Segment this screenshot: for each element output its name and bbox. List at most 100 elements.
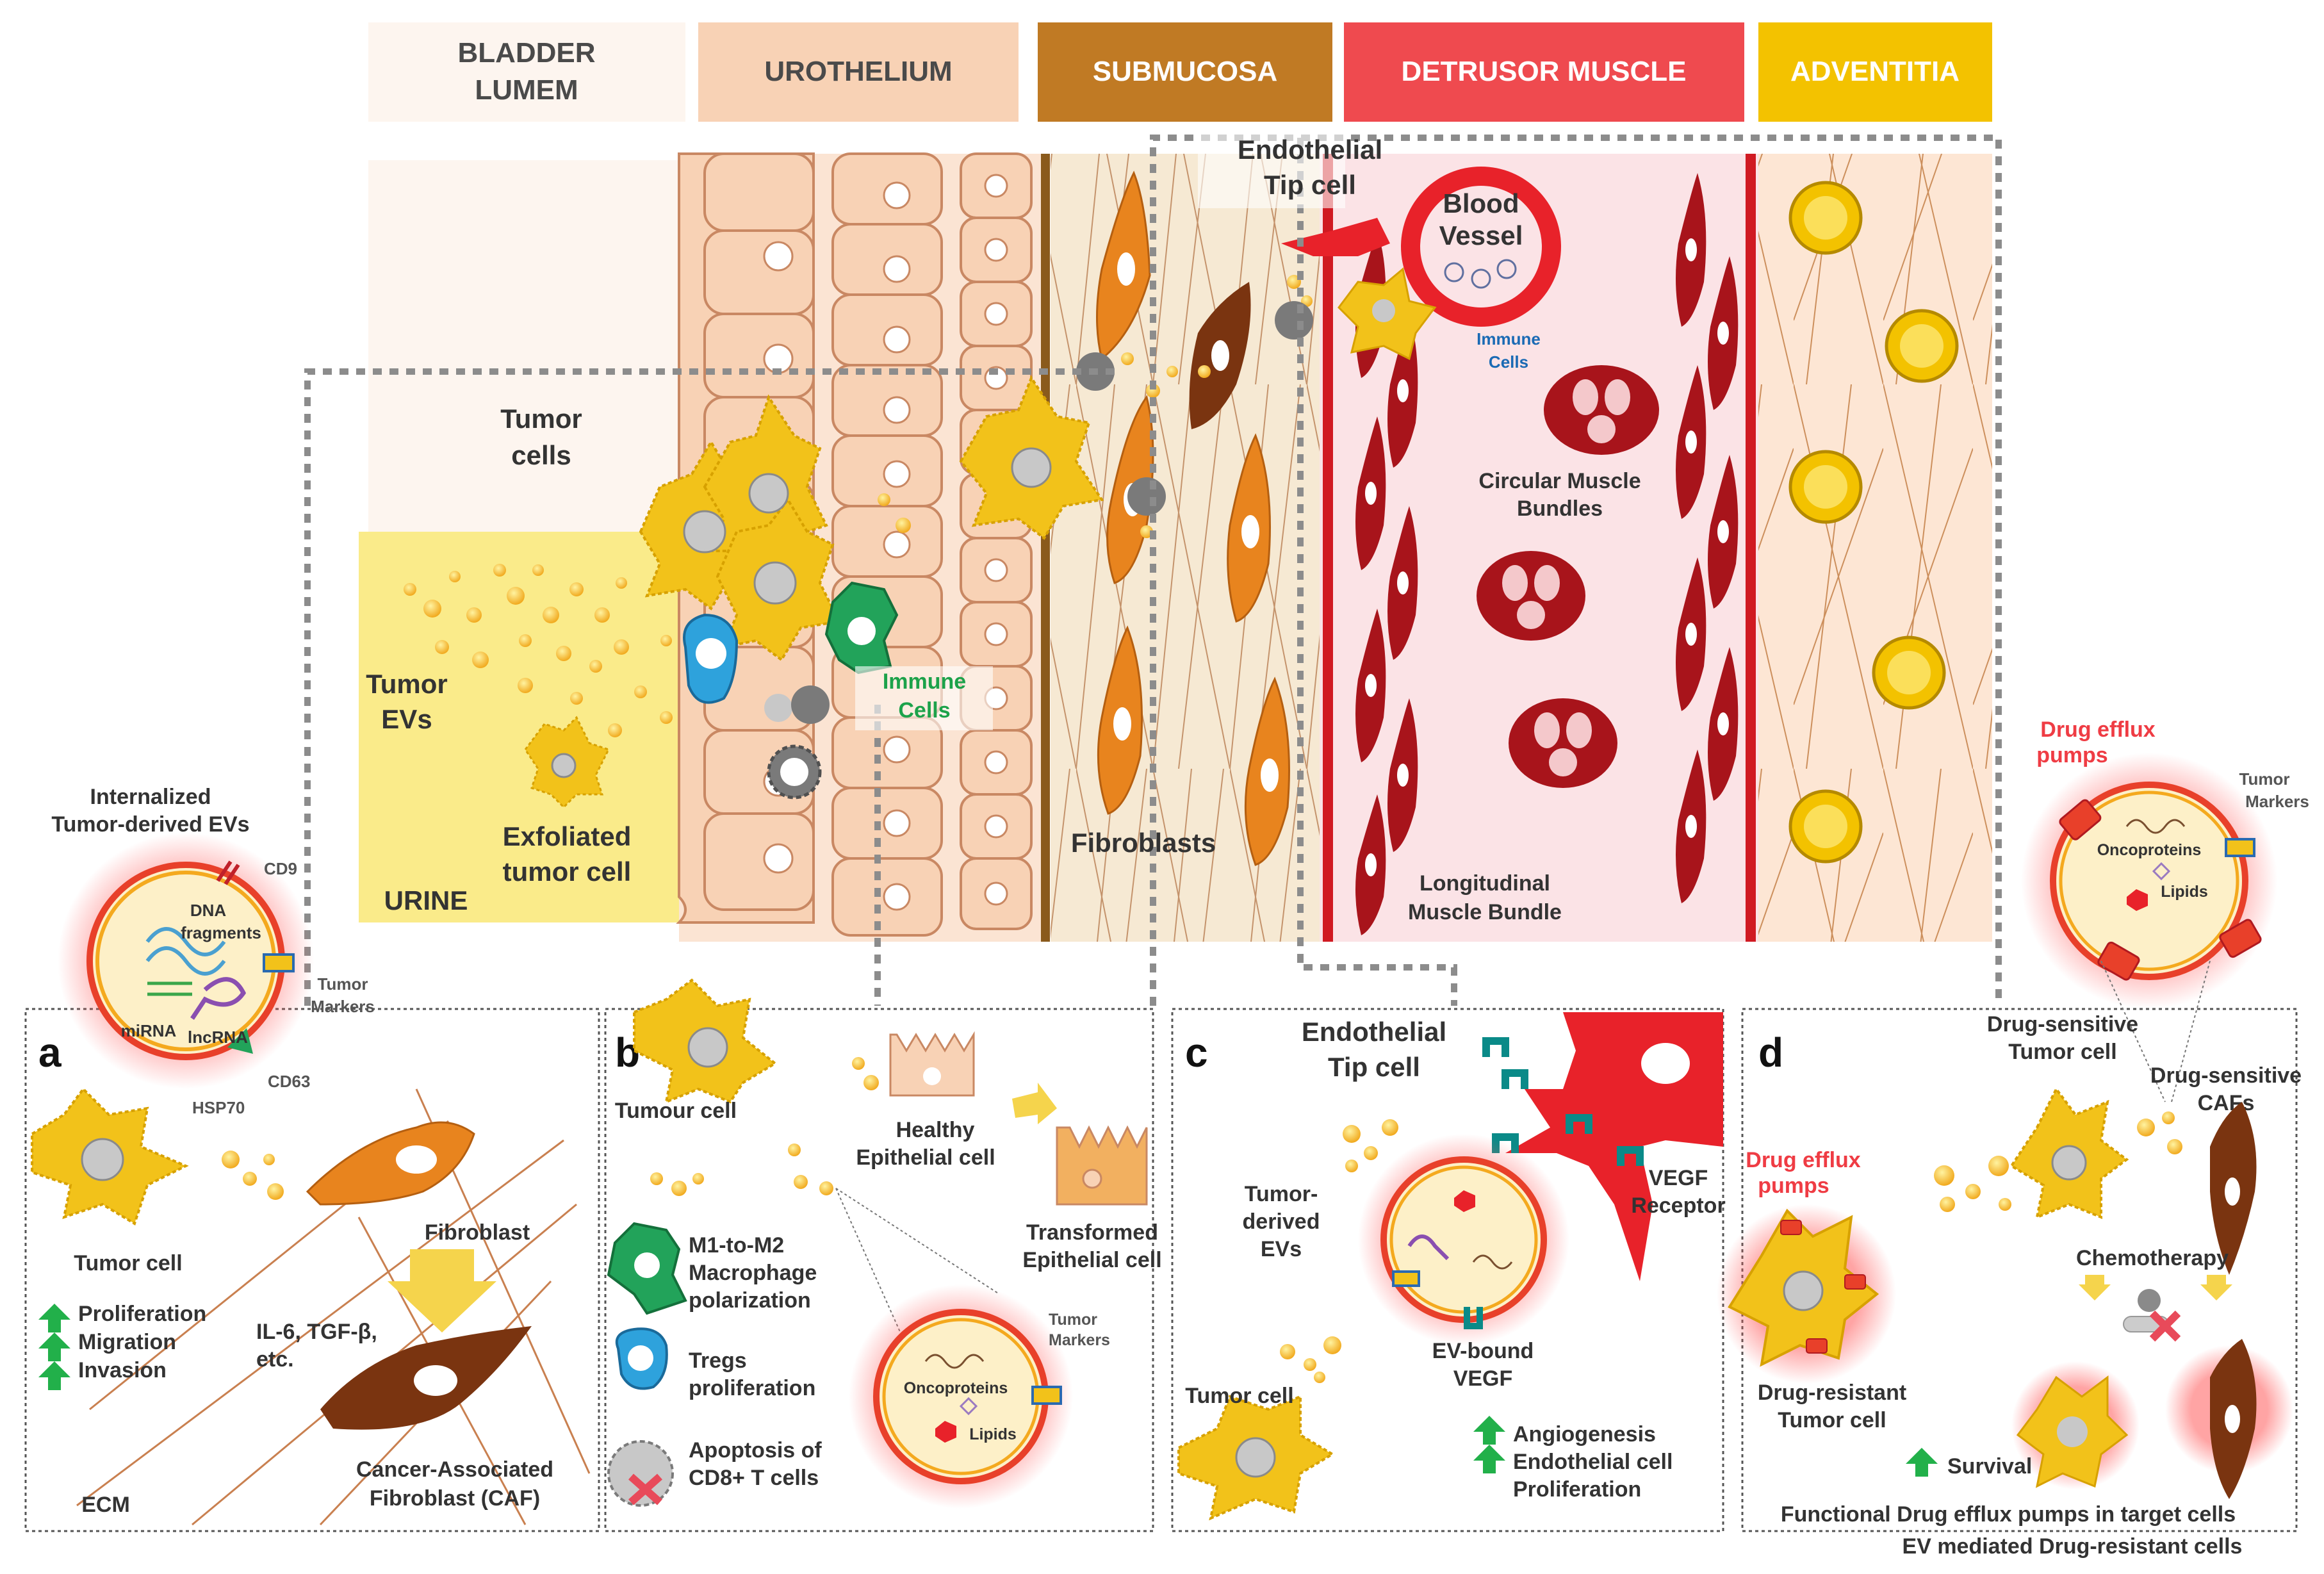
panel-b-healthy-nucleus [923,1067,941,1085]
immune-cell-vessel-nucleus [1372,299,1395,322]
panel-b-lipids: Lipids [969,1425,1017,1443]
ev-d-inner [2059,791,2239,971]
panel-b-transformed-2: Epithelial cell [1022,1248,1161,1272]
panel-c-ev-membrane [1380,1156,1547,1323]
cd9-icon [216,860,240,885]
panel-c-marker-icon [1392,1270,1420,1287]
panel-a-ecm: ECM [81,1493,130,1517]
panel-b-macrophage-3: polarization [689,1288,811,1313]
panel-b-tumor-nucleus [687,1027,728,1068]
label-immune-cells-uro-2: Cells [898,698,950,723]
panel-c-evs [1280,1119,1398,1383]
panel-d-chemo: Chemotherapy [2076,1246,2229,1270]
label-circular-muscle-1: Circular Muscle [1478,469,1641,493]
panel-b-tregs-2: proliferation [689,1376,815,1400]
panel-a-caf-nucleus [414,1365,457,1396]
panel-c-tip-1: Endothelial [1302,1017,1446,1047]
immune-cells-uro-label-bg [855,666,993,730]
panel-c-tip-2: Tip cell [1328,1052,1420,1082]
ev-d-zoom-line-1 [2100,960,2166,1103]
chemo-pill-icon [2123,1289,2181,1342]
panel-c-lncrna-icon [1407,1234,1450,1261]
panel-b-apoptosis-1: Apoptosis of [689,1438,822,1463]
panel-c-ev-vegf-2: VEGF [1453,1366,1513,1391]
panel-a-caf-1: Cancer-Associated [356,1457,553,1482]
basement-membrane [1041,154,1050,942]
panel-b-tcell [607,1440,674,1507]
tumor-cell-nuclei [683,447,1052,605]
lncrna-icon [190,977,247,1020]
panel-d-efflux-left-2: pumps [1758,1174,1829,1198]
tip-cell-label-bg [1198,131,1345,208]
panel-c-tumor-nucleus [1235,1437,1276,1478]
panel-c-tip-nucleus [1641,1043,1690,1084]
panel-d-survival-arrow [1906,1448,1938,1477]
label-tumor-cells-2: cells [511,440,571,470]
immune-cells-urothelium [683,581,899,799]
panel-b-healthy-2: Epithelial cell [856,1145,995,1170]
chemo-arrow-right [2200,1275,2232,1300]
panel-b-macrophage-2: Macrophage [689,1261,817,1285]
panel-c-tumor-evs-3: EVs [1261,1237,1302,1261]
panel-b-oncoproteins: Oncoproteins [904,1379,1008,1397]
panel-a-effect-0: Proliferation [78,1302,206,1326]
ev-d-efflux-2: pumps [2036,743,2107,767]
urine-area [359,532,692,922]
panel-d-resistant-2: Tumor cell [1778,1408,1886,1432]
submucosa-label: SUBMUCOSA [1093,56,1277,87]
adventitia-label: ADVENTITIA [1790,56,1960,87]
dashed-connectors [304,135,2002,1006]
panel-d-letter: d [1758,1029,1783,1076]
label-tumor-evs-2: EVs [381,704,432,734]
panel-d-treated-caf-nucleus [2225,1405,2240,1433]
label-tumor-evs-1: Tumor [366,669,448,699]
ev-d-markers-1: Tumor [2239,769,2290,789]
label-exfoliated-2: tumor cell [503,857,632,887]
panel-a-effect-1: Migration [78,1330,176,1354]
exfoliated-nucleus [551,753,577,778]
panel-d-sensitive-cafs-1: Drug-sensitive [2150,1063,2302,1088]
layer-header: BLADDER LUMEM UROTHELIUM SUBMUCOSA DETRU… [368,22,1992,122]
endothelial-tip-cell-top [1281,218,1390,256]
panel-d-footer-2: EV mediated Drug-resistant cells [1903,1534,2243,1559]
immune-cells-vessel-icons [1444,259,1517,289]
panel-d-sensitive-tumor-nucleus [2051,1145,2087,1181]
lumen-label-2: LUMEM [475,74,578,106]
ev-a-cd9: CD9 [264,859,297,878]
panel-c-tumor-evs-2: derived [1243,1209,1320,1234]
panel-b-markers-2: Markers [1049,1331,1110,1349]
tumor-ev-dots-tissue [878,275,1313,538]
panel-c: c Endothelial Tip cell VEGF Receptor Tum… [1177,1012,1726,1521]
ev-a-hsp70: HSP70 [192,1098,245,1117]
vessel-wall-left [1323,154,1333,942]
efflux-pump-icons [2059,799,2262,981]
panel-a-cytokines-2: etc. [256,1347,294,1372]
ev-a-dna-1: DNA [190,901,227,920]
label-immune-cells-vessel-2: Cells [1489,352,1528,372]
panel-b-marker-icon [1031,1386,1062,1405]
panel-c-vegf-receptor-1: VEGF [1649,1166,1708,1190]
panel-b-transformed-nucleus [1082,1168,1102,1189]
detrusor-label: DETRUSOR MUSCLE [1402,56,1687,87]
panel-b-macrophage-1: M1-to-M2 [689,1233,784,1258]
panel-a-cytokines-1: IL-6, TGF-β, [256,1320,377,1344]
panel-d-treated-tumor-nucleus [2057,1416,2088,1447]
panel-a-tumor-label: Tumor cell [74,1251,182,1275]
panel-c-lipid-icon [1454,1190,1475,1212]
panel-b-zoom-line-1 [835,1188,904,1340]
label-blood-vessel-1: Blood [1443,188,1519,218]
panel-a-fibroblast-nucleus [396,1145,437,1174]
panel-c-tumor-label: Tumor cell [1185,1384,1293,1408]
ev-d-zoom-line-2 [2171,960,2211,1103]
label-endothelial-tip-1: Endothelial [1238,135,1382,165]
submucosa-band [1038,22,1332,122]
panel-a-letter: a [38,1029,61,1076]
panel-c-up-arrows [1473,1416,1505,1473]
panel-b-macrophage-nucleus [634,1252,660,1278]
panel-b-diamond-icon [959,1397,978,1416]
mirna-icon [147,981,192,996]
ev-a-lncrna: lncRNA [188,1028,248,1047]
panel-c-ev-vegf-1: EV-bound [1432,1339,1534,1363]
panel-b-zoom-line-2 [835,1188,1000,1295]
